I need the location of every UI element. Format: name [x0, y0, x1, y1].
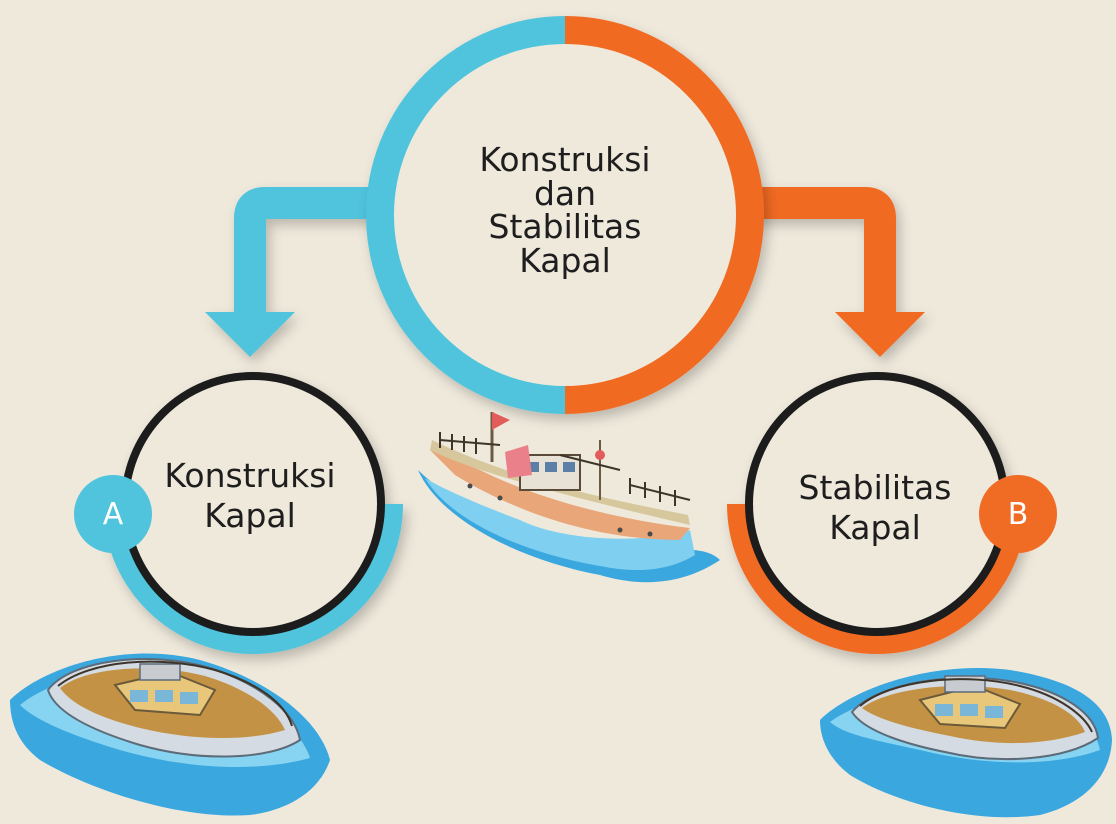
speedboat-illustration-left	[10, 653, 330, 816]
main-topic-line: Stabilitas	[488, 207, 642, 247]
main-topic-line: Konstruksi	[479, 140, 651, 179]
right-arrow	[730, 187, 925, 357]
main-topic-label: Konstruksi dan Stabilitas Kapal	[415, 143, 715, 278]
branch-b-line: Stabilitas	[798, 468, 952, 507]
branch-a-label: Konstruksi Kapal	[140, 456, 360, 535]
badge-b: B	[979, 475, 1057, 553]
badge-a: A	[74, 475, 152, 553]
branch-a-line: Konstruksi	[164, 456, 336, 495]
fishing-ship-illustration	[418, 412, 720, 583]
left-arrow	[205, 187, 400, 357]
branch-a-line: Kapal	[204, 495, 296, 535]
branch-a-circle	[103, 372, 403, 654]
main-topic-line: dan	[533, 173, 597, 213]
main-topic-line: Kapal	[519, 240, 611, 280]
speedboat-illustration-right	[820, 668, 1112, 818]
branch-b-label: Stabilitas Kapal	[765, 468, 985, 547]
branch-b-line: Kapal	[829, 507, 921, 547]
main-topic-circle	[366, 16, 764, 414]
